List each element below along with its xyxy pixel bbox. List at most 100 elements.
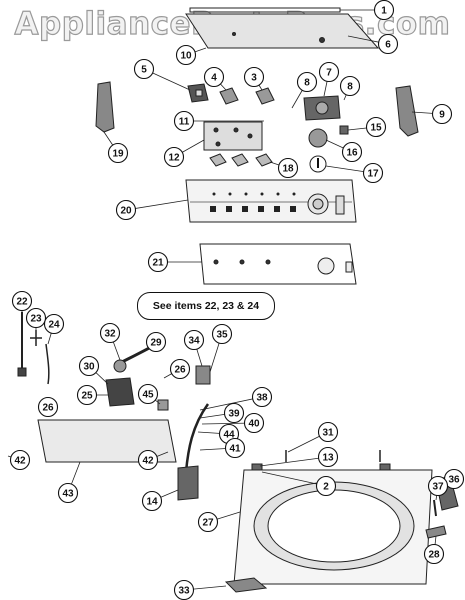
callout-5: 5 xyxy=(133,58,155,80)
callout-circle xyxy=(339,75,361,97)
callout-circle xyxy=(365,116,387,138)
callout-circle xyxy=(141,490,163,512)
callout-label: 12 xyxy=(168,153,180,164)
callout-label: 33 xyxy=(178,586,190,597)
callout-17: 17 xyxy=(362,162,384,184)
callout-circle xyxy=(341,141,363,163)
callout-circle xyxy=(296,71,318,93)
callout-label: 30 xyxy=(83,362,95,373)
callout-label: 10 xyxy=(180,51,192,62)
part-knob-4 xyxy=(219,87,239,105)
callout-label: 3 xyxy=(251,73,257,84)
callout-41: 41 xyxy=(224,437,246,459)
callout-26: 26 xyxy=(37,396,59,418)
callout-circle xyxy=(145,331,167,353)
callout-label: 27 xyxy=(202,518,214,529)
callout-circle xyxy=(223,402,245,424)
callout-32: 32 xyxy=(99,322,121,344)
callout-label: 31 xyxy=(322,428,334,439)
callout-circle xyxy=(25,307,47,329)
part-pump xyxy=(177,465,199,501)
part-latch-34 xyxy=(195,365,211,385)
callout-label: 5 xyxy=(141,65,147,76)
callout-label: 22 xyxy=(16,297,28,308)
callout-label: 20 xyxy=(120,206,132,217)
callout-42: 42 xyxy=(137,449,159,471)
callout-34: 34 xyxy=(183,329,205,351)
callout-24: 24 xyxy=(43,313,65,335)
callout-label: 1 xyxy=(381,6,387,17)
part-knob-16 xyxy=(308,128,328,148)
callout-circle xyxy=(373,0,395,21)
leader-line-20 xyxy=(125,199,189,211)
callout-circle xyxy=(251,386,273,408)
callout-45: 45 xyxy=(137,383,159,405)
callout-circle xyxy=(115,199,137,221)
callout-label: 34 xyxy=(188,336,200,347)
callout-circle xyxy=(318,61,340,83)
callout-circle xyxy=(147,251,169,273)
callout-circle xyxy=(317,421,339,443)
part-console xyxy=(185,179,357,223)
callout-label: 25 xyxy=(81,391,93,402)
callout-1: 1 xyxy=(373,0,395,21)
callout-12: 12 xyxy=(163,146,185,168)
callout-4: 4 xyxy=(203,66,225,88)
callout-label: 9 xyxy=(439,110,445,121)
callout-8: 8 xyxy=(296,71,318,93)
callout-40: 40 xyxy=(243,412,265,434)
callout-circle xyxy=(277,157,299,179)
callout-circle xyxy=(315,475,337,497)
callout-circle xyxy=(169,358,191,380)
callout-42: 42 xyxy=(9,449,31,471)
callout-37: 37 xyxy=(427,475,449,497)
callout-circle xyxy=(183,329,205,351)
callout-circle xyxy=(173,110,195,132)
see-items-note: See items 22, 23 & 24 xyxy=(137,292,275,320)
callout-label: 18 xyxy=(282,164,294,175)
callout-circle xyxy=(175,44,197,66)
callout-label: 37 xyxy=(432,482,444,493)
callout-8: 8 xyxy=(339,75,361,97)
callout-30: 30 xyxy=(78,355,100,377)
callout-7: 7 xyxy=(318,61,340,83)
callout-circle xyxy=(224,437,246,459)
callout-circle xyxy=(37,396,59,418)
part-top-rail xyxy=(189,7,341,13)
callout-6: 6 xyxy=(377,33,399,55)
callout-circle xyxy=(137,383,159,405)
callout-label: 8 xyxy=(304,78,310,89)
part-24 xyxy=(45,343,50,385)
callout-10: 10 xyxy=(175,44,197,66)
callout-14: 14 xyxy=(141,490,163,512)
callout-18: 18 xyxy=(277,157,299,179)
part-33 xyxy=(224,577,268,593)
callout-circle xyxy=(137,449,159,471)
callout-label: 28 xyxy=(428,550,440,561)
callout-25: 25 xyxy=(76,384,98,406)
callout-38: 38 xyxy=(251,386,273,408)
callout-circle xyxy=(107,142,129,164)
callout-label: 40 xyxy=(248,419,260,430)
callout-label: 24 xyxy=(48,320,60,331)
part-45 xyxy=(157,399,169,411)
callout-2: 2 xyxy=(315,475,337,497)
callout-label: 42 xyxy=(142,456,154,467)
callout-31: 31 xyxy=(317,421,339,443)
callout-label: 15 xyxy=(370,123,382,134)
callout-circle xyxy=(99,322,121,344)
callout-circle xyxy=(362,162,384,184)
callout-label: 4 xyxy=(211,73,217,84)
callout-circle xyxy=(211,323,233,345)
callout-label: 39 xyxy=(228,409,240,420)
callout-19: 19 xyxy=(107,142,129,164)
callout-28: 28 xyxy=(423,543,445,565)
callout-15: 15 xyxy=(365,116,387,138)
part-buttons xyxy=(209,153,273,167)
callout-22: 22 xyxy=(11,290,33,312)
callout-label: 44 xyxy=(223,430,235,441)
callout-label: 7 xyxy=(326,68,332,79)
part-tube xyxy=(184,403,210,473)
callout-39: 39 xyxy=(223,402,245,424)
